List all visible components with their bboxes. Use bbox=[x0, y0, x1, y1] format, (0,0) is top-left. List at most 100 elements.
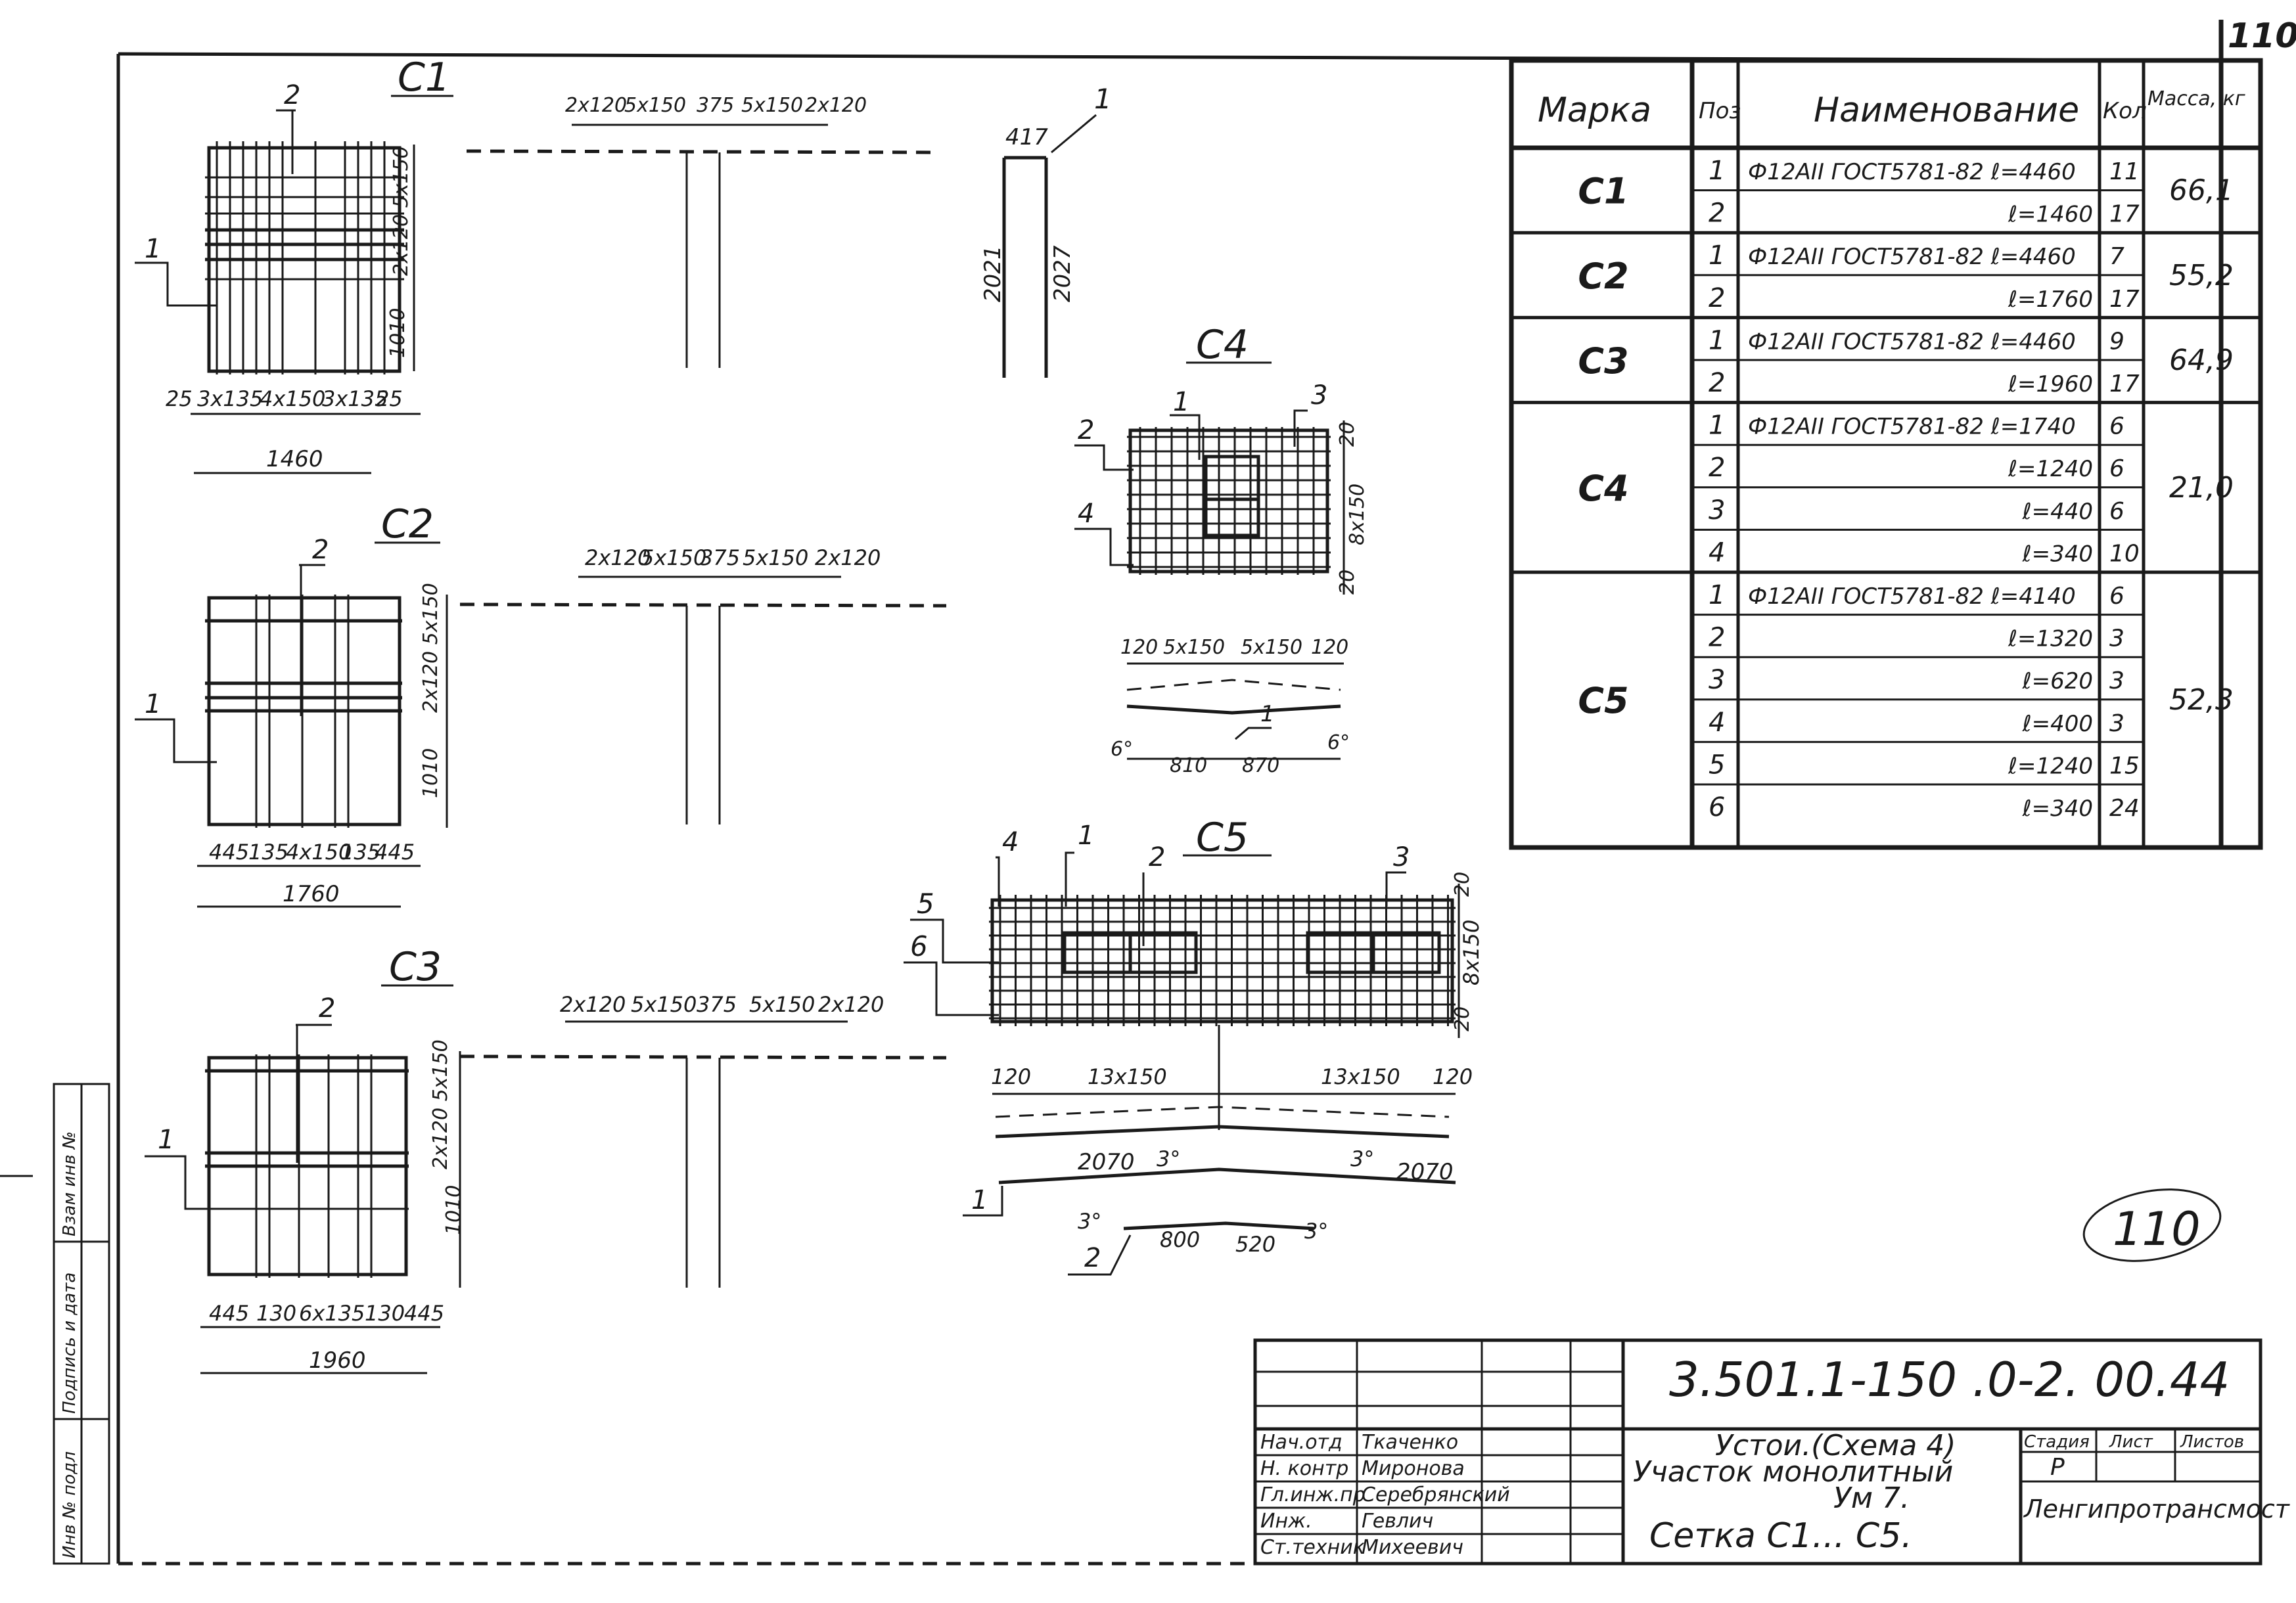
mesh-c2-dim-4: 445 bbox=[375, 840, 415, 865]
mesh-c5-pos4: 4 bbox=[1002, 827, 1019, 857]
mesh-c2: C2 2 1 1010 2x120 5x150 445 135 4x150 13… bbox=[135, 501, 448, 908]
section-c2-dim-2: 375 bbox=[700, 545, 740, 570]
spec-row-name: Ф12АII ГОСТ5781-82 ℓ=4460 bbox=[1748, 328, 2076, 355]
spec-header-pos: Поз bbox=[1699, 98, 1741, 124]
mesh-c5-bar2-pos: 2 bbox=[1084, 1243, 1101, 1273]
mesh-c4-top-2: 5x150 bbox=[1241, 636, 1302, 659]
spec-row-qty: 17 bbox=[2109, 286, 2140, 313]
staff-name: Серебрянский bbox=[1362, 1483, 1510, 1506]
mesh-c1-pos1: 1 bbox=[145, 234, 161, 264]
spec-row-qty: 6 bbox=[2109, 413, 2124, 440]
mesh-c5-dim-bottom: 20 bbox=[1451, 1006, 1474, 1031]
mesh-c4-dim-top: 20 bbox=[1336, 422, 1359, 447]
mesh-c4-top-0: 120 bbox=[1120, 636, 1158, 659]
mesh-c1-pos2: 2 bbox=[284, 80, 300, 110]
mesh-c3-pos2: 2 bbox=[319, 993, 335, 1024]
spec-row-name: ℓ=400 bbox=[2022, 711, 2093, 737]
section-c2-dim-0: 2x120 bbox=[585, 545, 651, 570]
mesh-c3-dim-0: 445 bbox=[209, 1301, 249, 1326]
mesh-c4-bar-pos: 1 bbox=[1260, 701, 1275, 727]
spec-row-qty: 17 bbox=[2109, 201, 2140, 228]
section-c1: 2x120 5x150 375 5x150 2x120 bbox=[466, 94, 940, 368]
organization: Ленгипротрансмост bbox=[2023, 1495, 2291, 1524]
desc-line-0: Устои.(Схема 4) bbox=[1715, 1429, 1956, 1462]
mesh-c5-bar2-angle-0: 3° bbox=[1078, 1209, 1101, 1234]
spec-group-mass: 21,0 bbox=[2169, 471, 2234, 505]
section-c2-dim-1: 5x150 bbox=[641, 545, 706, 570]
mesh-c4-dim-side: 8x150 bbox=[1346, 484, 1369, 545]
spec-row-pos: 6 bbox=[1709, 792, 1725, 823]
section-c1-dim-4: 2x120 bbox=[805, 94, 867, 117]
spec-row-pos: 1 bbox=[1709, 156, 1725, 186]
mesh-c5-bar1-dim-0: 2070 bbox=[1078, 1149, 1135, 1175]
mesh-c2-dim-3: 135 bbox=[340, 840, 380, 865]
mesh-c4: C4 1 3 2 4 20 8x150 20 120 5x150 5x150 1… bbox=[1074, 322, 1369, 777]
mesh-c2-pos1: 1 bbox=[145, 689, 161, 719]
spec-row-name: Ф12АII ГОСТ5781-82 ℓ=4140 bbox=[1748, 583, 2076, 610]
spec-row-qty: 3 bbox=[2109, 625, 2124, 652]
mesh-c5-top-1: 13x150 bbox=[1088, 1064, 1167, 1089]
staff-role: Нач.отд bbox=[1260, 1431, 1343, 1454]
spec-group-mass: 52,3 bbox=[2169, 683, 2234, 717]
section-c3: 2x120 5x150 375 5x150 2x120 bbox=[459, 992, 947, 1288]
spec-row-name: Ф12АII ГОСТ5781-82 ℓ=1740 bbox=[1748, 414, 2076, 440]
mesh-c2-title: C2 bbox=[381, 501, 434, 547]
spec-row-name: Ф12АII ГОСТ5781-82 ℓ=4460 bbox=[1748, 244, 2076, 270]
spec-group-mark: C5 bbox=[1578, 680, 1628, 721]
spec-row-qty: 10 bbox=[2109, 540, 2140, 567]
side-bar-right: 2027 bbox=[1049, 245, 1076, 302]
mesh-c4-pos3: 3 bbox=[1311, 380, 1327, 411]
section-c1-dim-2: 375 bbox=[697, 94, 734, 117]
spec-row-pos: 2 bbox=[1709, 453, 1725, 483]
desc-line-3: Сетка С1... С5. bbox=[1649, 1516, 1912, 1556]
mesh-c3-bottom-dims: 445 130 6x135 130 445 bbox=[209, 1301, 444, 1326]
spec-row-pos: 2 bbox=[1709, 198, 1725, 229]
spec-row-pos: 2 bbox=[1709, 283, 1725, 313]
mesh-c2-dim-1: 135 bbox=[248, 840, 288, 865]
section-c3-dim-2: 375 bbox=[697, 992, 737, 1017]
mesh-c5-bar2-dim-1: 520 bbox=[1235, 1232, 1275, 1257]
section-c2-dim-4: 2x120 bbox=[815, 545, 881, 570]
spec-row-pos: 1 bbox=[1709, 580, 1725, 610]
mesh-c4-top-1: 5x150 bbox=[1163, 636, 1225, 659]
desc-line-2: Ум 7. bbox=[1833, 1481, 1910, 1515]
side-bar-top: 417 bbox=[1005, 124, 1048, 150]
spec-row-qty: 3 bbox=[2109, 710, 2124, 737]
spec-row-name: ℓ=1960 bbox=[2008, 371, 2093, 397]
spec-row-pos: 5 bbox=[1709, 750, 1725, 780]
spec-row-name: Ф12АII ГОСТ5781-82 ℓ=4460 bbox=[1748, 159, 2076, 185]
section-c1-dim-3: 5x150 bbox=[741, 94, 803, 117]
mesh-c2-side-upper: 2x120 5x150 bbox=[419, 583, 442, 713]
mesh-c2-side-lower: 1010 bbox=[419, 748, 442, 798]
mesh-c3: C3 2 1 1010 2x120 5x150 445 130 6x135 13… bbox=[145, 944, 465, 1374]
staff-role: Ст.техник bbox=[1260, 1536, 1365, 1559]
mesh-c5-pos5: 5 bbox=[917, 888, 934, 920]
spec-row-pos: 3 bbox=[1709, 665, 1725, 695]
mesh-c4-angle-left: 6° bbox=[1111, 738, 1133, 761]
staff-name: Гевлич bbox=[1362, 1510, 1433, 1533]
side-bar-pos: 1 bbox=[1094, 83, 1112, 115]
mesh-c1-side-lower: 1010 bbox=[386, 308, 409, 358]
mesh-c3-side-upper: 2x120 5x150 bbox=[429, 1039, 452, 1169]
stamp-mark-text: 110 bbox=[2113, 1202, 2201, 1256]
spec-row-name: ℓ=1760 bbox=[2008, 286, 2093, 313]
spec-row-qty: 3 bbox=[2109, 667, 2124, 694]
mesh-c4-pos2: 2 bbox=[1078, 415, 1094, 445]
mesh-c2-total: 1760 bbox=[283, 881, 340, 907]
side-stamp-inv: Инв № подл bbox=[60, 1451, 80, 1558]
spec-group-mass: 66,1 bbox=[2169, 174, 2234, 208]
mesh-c4-angle-right: 6° bbox=[1327, 731, 1350, 754]
mesh-c5-bar1-angle-1: 3° bbox=[1350, 1146, 1374, 1171]
section-c3-dim-4: 2x120 bbox=[818, 992, 884, 1017]
section-c3-dim-3: 5x150 bbox=[749, 992, 815, 1017]
sheets-label: Листов bbox=[2180, 1432, 2244, 1452]
spec-group-mark: C4 bbox=[1578, 468, 1628, 509]
mesh-c1-dim-3: 3x135 bbox=[322, 386, 388, 411]
mesh-c3-dim-2: 6x135 bbox=[299, 1301, 365, 1326]
spec-row-name: ℓ=1240 bbox=[2008, 456, 2093, 482]
mesh-c5: C5 4 1 2 3 5 6 20 8x150 20 120 13x150 13… bbox=[904, 815, 1484, 1276]
spec-group-mark: C3 bbox=[1578, 340, 1628, 382]
mesh-c5-dim-top: 20 bbox=[1451, 872, 1474, 897]
mesh-c5-bar2-angle-1: 3° bbox=[1304, 1219, 1328, 1244]
spec-row-pos: 4 bbox=[1709, 537, 1725, 568]
